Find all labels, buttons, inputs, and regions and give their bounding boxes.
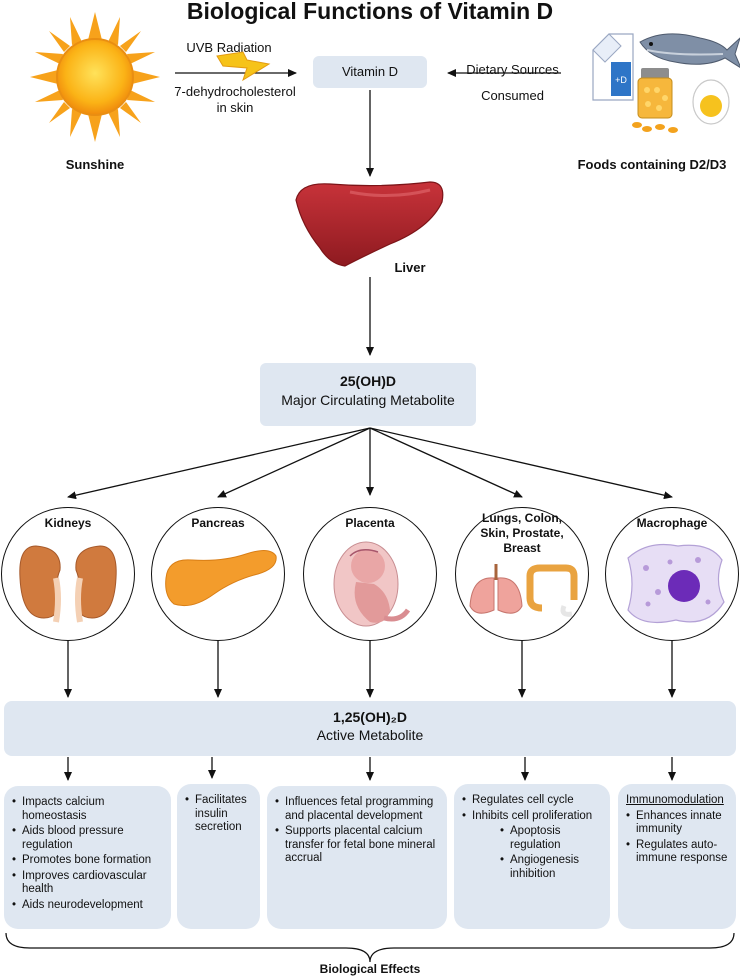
active-metabolite-title: 1,25(OH)₂D bbox=[333, 709, 407, 725]
dietary-line2: Consumed bbox=[481, 88, 544, 103]
effect-item: Regulates auto-immune response bbox=[626, 839, 728, 866]
lightning-icon bbox=[213, 50, 273, 82]
organ-circle-placenta: Placenta bbox=[303, 507, 437, 641]
effect-item: Inhibits cell proliferation bbox=[462, 810, 602, 824]
vitamin-d-box: Vitamin D bbox=[313, 56, 427, 88]
sunshine-label: Sunshine bbox=[65, 157, 125, 172]
biological-effects-label: Biological Effects bbox=[319, 962, 421, 976]
milk-label: +D bbox=[615, 75, 627, 85]
effect-item: Supports placental calcium transfer for … bbox=[275, 825, 439, 866]
dietary-line1: Dietary Sources bbox=[466, 62, 559, 77]
organ-label-pancreas: Pancreas bbox=[191, 516, 245, 530]
effects-placenta: Influences fetal programming and placent… bbox=[267, 786, 447, 929]
kidney-icon bbox=[19, 545, 117, 623]
effect-item: Enhances innate immunity bbox=[626, 810, 728, 837]
fetus-icon bbox=[333, 541, 411, 627]
liver-icon bbox=[290, 178, 446, 268]
active-metabolite-box: 1,25(OH)₂D Active Metabolite bbox=[4, 701, 736, 756]
active-metabolite-subtitle: Active Metabolite bbox=[316, 727, 424, 743]
effects-lungs: Regulates cell cycle Inhibits cell proli… bbox=[454, 784, 610, 929]
effect-item: Aids blood pressure regulation bbox=[12, 825, 163, 852]
vitamin-d-label: Vitamin D bbox=[341, 64, 399, 79]
foods-label: Foods containing D2/D3 bbox=[577, 157, 727, 172]
dehydrocholesterol-line2: in skin bbox=[216, 100, 254, 115]
effect-subitem: Apoptosis regulation bbox=[500, 825, 602, 852]
effect-item: Improves cardiovascular health bbox=[12, 870, 163, 897]
uvb-radiation-label: UVB Radiation bbox=[186, 40, 272, 55]
effects-pancreas: Facilitates insulin secretion bbox=[177, 784, 260, 929]
organ-circle-pancreas: Pancreas bbox=[151, 507, 285, 641]
metabolite-25-subtitle: Major Circulating Metabolite bbox=[281, 392, 455, 408]
effect-item: Facilitates insulin secretion bbox=[185, 794, 252, 835]
effect-item: Influences fetal programming and placent… bbox=[275, 796, 439, 823]
macrophage-icon bbox=[627, 543, 725, 623]
effect-item: Regulates cell cycle bbox=[462, 794, 602, 808]
effect-item: Impacts calcium homeostasis bbox=[12, 796, 163, 823]
dehydrocholesterol-line1: 7-dehydrocholesterol bbox=[174, 84, 296, 99]
dehydrocholesterol-label: 7-dehydrocholesterol in skin bbox=[165, 84, 305, 116]
organ-label-lungs: Lungs, Colon, Skin, Prostate, Breast bbox=[480, 511, 564, 555]
organ-circle-macrophage: Macrophage bbox=[605, 507, 739, 641]
metabolite-25-box: 25(OH)D Major Circulating Metabolite bbox=[260, 363, 476, 426]
effect-item: Promotes bone formation bbox=[12, 854, 163, 868]
immunomodulation-heading: Immunomodulation bbox=[626, 794, 724, 806]
lungs-colon-icon bbox=[469, 564, 578, 617]
foods-svg: +D bbox=[592, 33, 740, 133]
metabolite-25-title: 25(OH)D bbox=[339, 373, 396, 389]
organ-label-placenta: Placenta bbox=[345, 516, 395, 530]
effects-macrophage: Immunomodulation Enhances innate immunit… bbox=[618, 784, 736, 929]
effect-item: Aids neurodevelopment bbox=[12, 899, 163, 913]
diagram-title: Biological Functions of Vitamin D bbox=[186, 0, 554, 24]
foods-illustration: +D bbox=[585, 28, 740, 148]
effect-subitem: Angiogenesis inhibition bbox=[500, 854, 602, 881]
organ-label-kidneys: Kidneys bbox=[44, 516, 92, 530]
dietary-sources-label: Dietary Sources Consumed bbox=[455, 57, 570, 109]
organ-label-macrophage: Macrophage bbox=[636, 516, 708, 530]
sun-icon bbox=[30, 12, 160, 142]
pancreas-icon bbox=[165, 550, 277, 607]
organ-circle-lungs: Lungs, Colon, Skin, Prostate, Breast bbox=[455, 507, 589, 641]
organ-circle-kidneys: Kidneys bbox=[1, 507, 135, 641]
effects-kidneys: Impacts calcium homeostasis Aids blood p… bbox=[4, 786, 171, 929]
liver-label: Liver bbox=[394, 260, 426, 275]
